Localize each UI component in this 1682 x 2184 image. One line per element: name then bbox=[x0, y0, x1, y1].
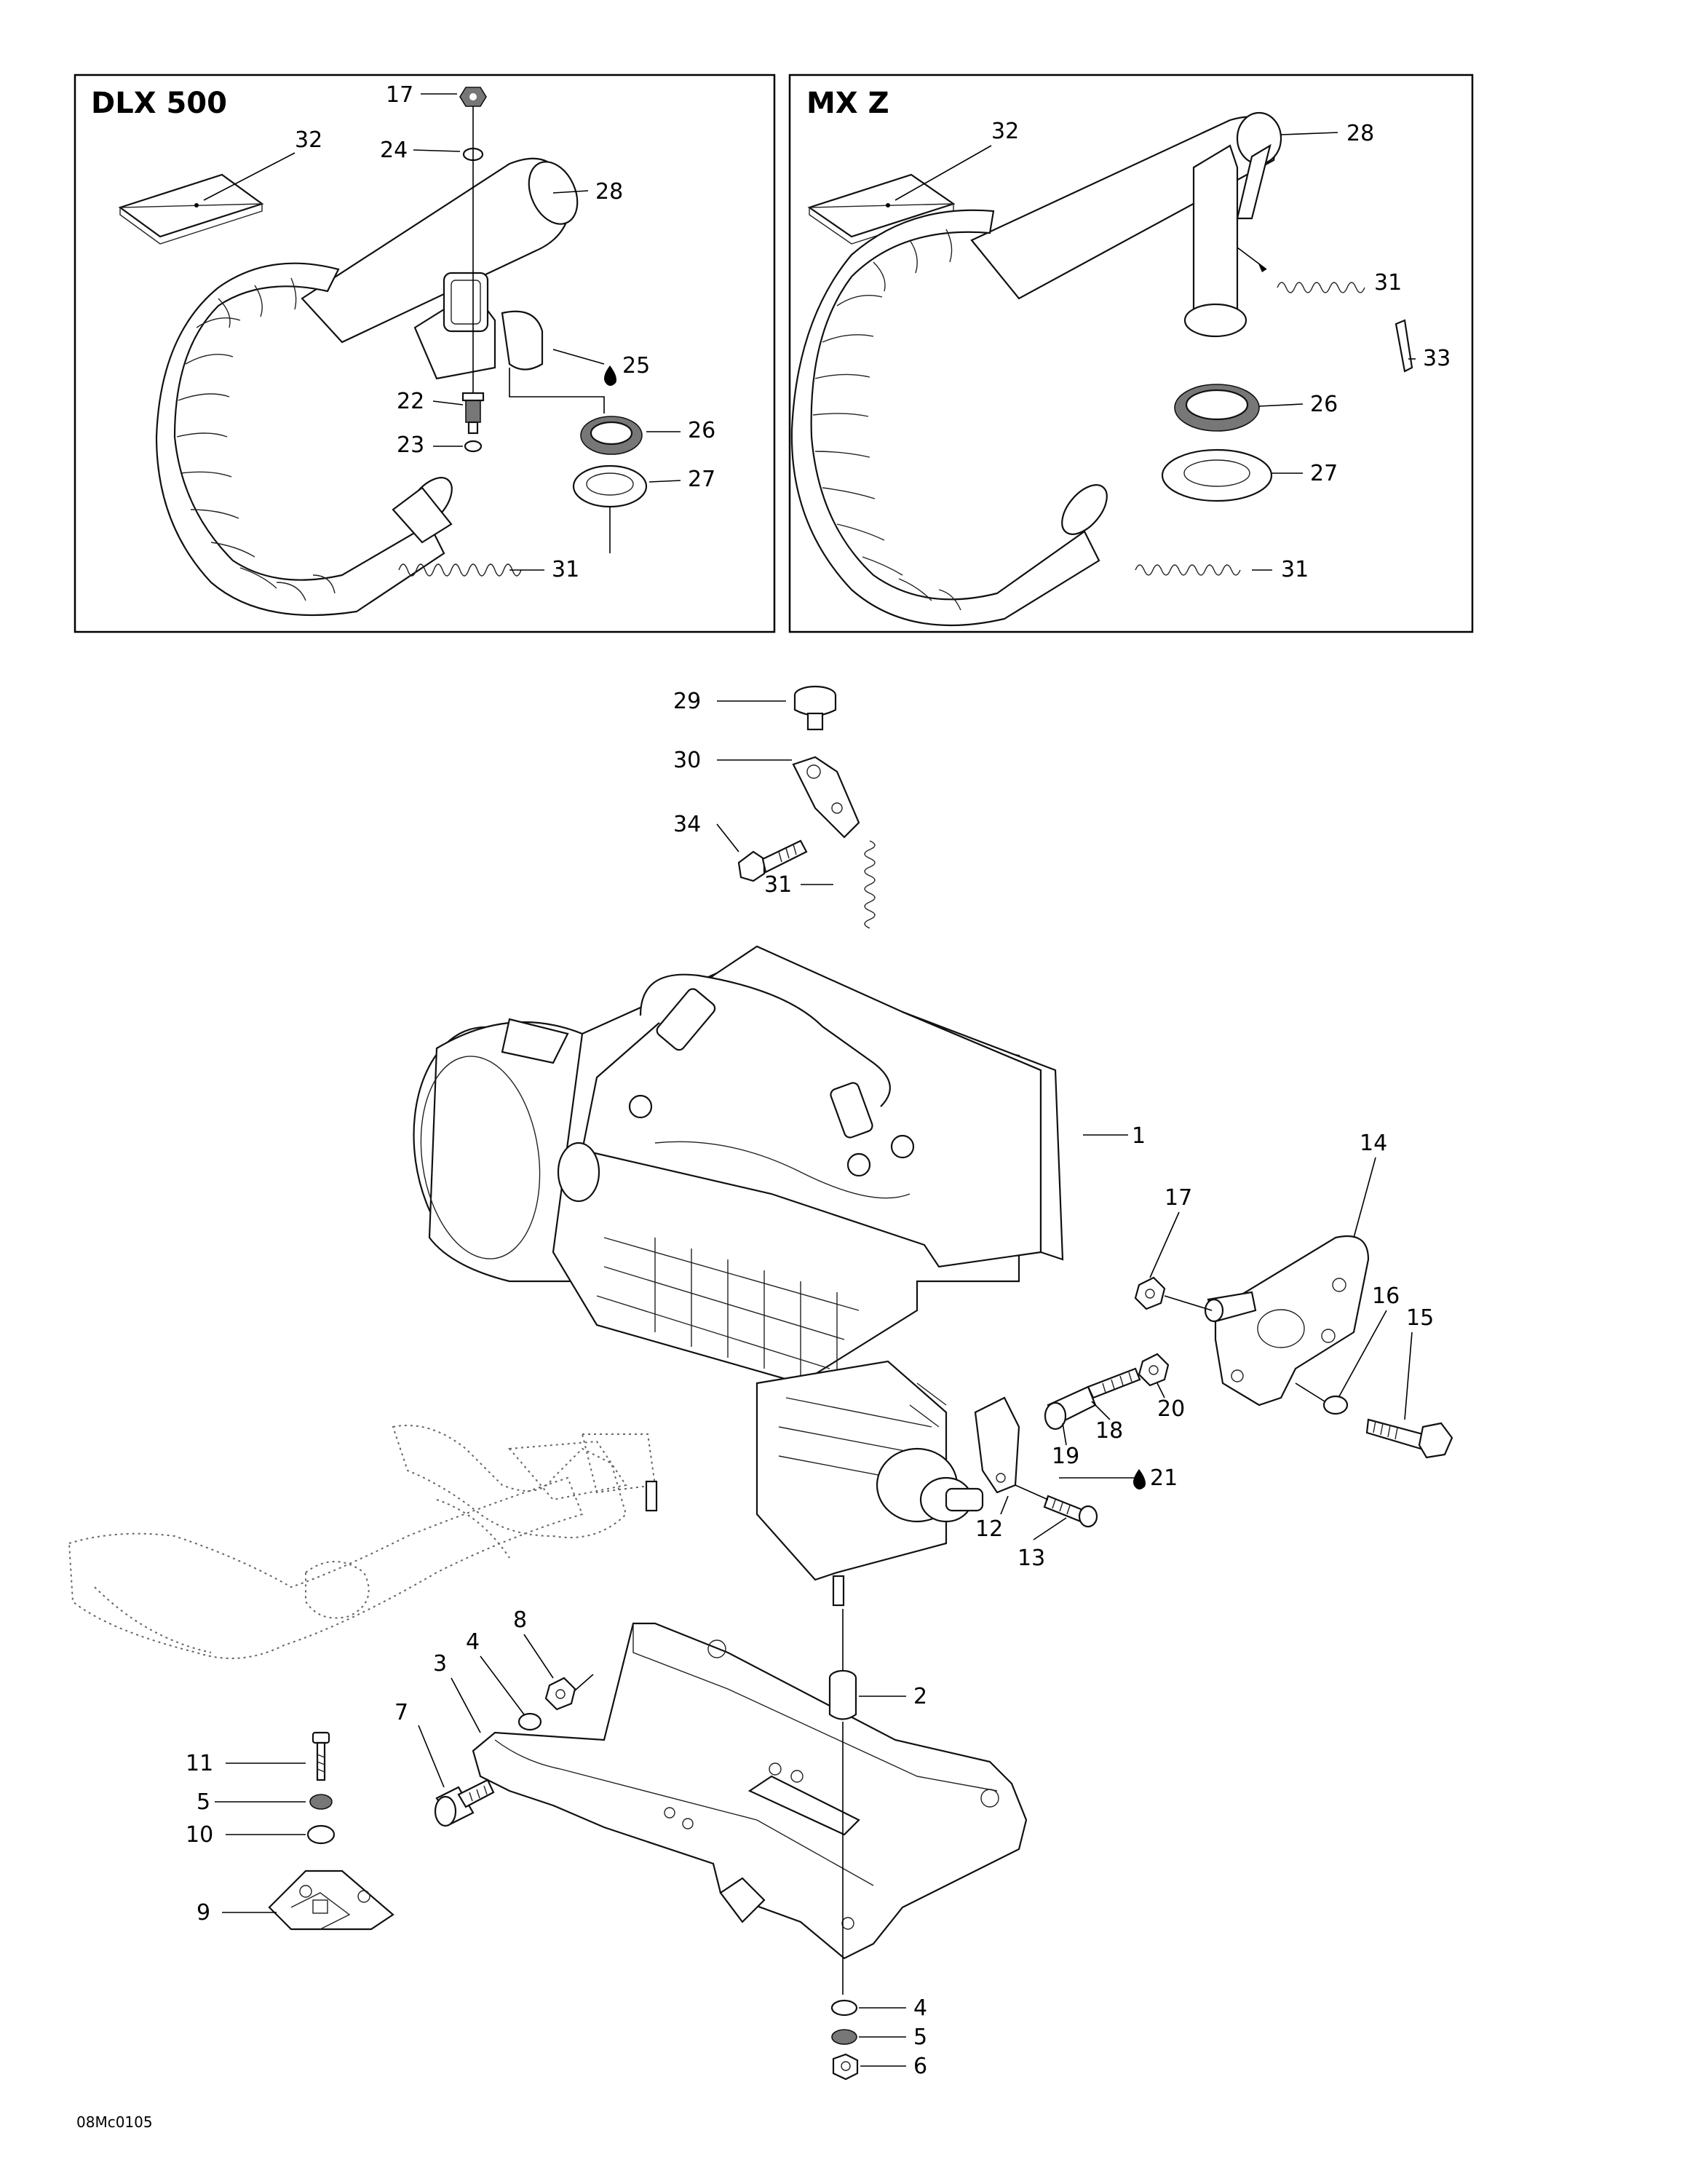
callout-3: 3 bbox=[433, 1651, 447, 1677]
washer-16 bbox=[1322, 1395, 1349, 1415]
gasket-27 bbox=[572, 464, 648, 508]
nut-17 bbox=[459, 87, 487, 107]
nut-17 bbox=[1134, 1276, 1166, 1310]
rubber-mount-stud-7 bbox=[434, 1779, 495, 1827]
lock-washer-5 bbox=[309, 1794, 333, 1810]
nut-8 bbox=[544, 1677, 576, 1711]
callout-8: 8 bbox=[513, 1607, 527, 1633]
washer-4 bbox=[830, 1999, 858, 2017]
callout-11: 11 bbox=[186, 1751, 213, 1776]
drawing-code: 08Mc0105 bbox=[76, 2113, 153, 2131]
nut-20 bbox=[1138, 1353, 1170, 1387]
callout-17: 17 bbox=[386, 82, 413, 108]
callout-4b: 4 bbox=[913, 1995, 927, 2021]
spring-31 bbox=[398, 563, 522, 577]
callout-32: 32 bbox=[991, 119, 1019, 144]
callout-29: 29 bbox=[673, 689, 701, 714]
washer-10 bbox=[306, 1824, 336, 1845]
exhaust-pipe bbox=[790, 209, 1108, 627]
bolt-15 bbox=[1365, 1418, 1453, 1459]
stud-18 bbox=[1087, 1367, 1141, 1399]
rubber-mount-22 bbox=[461, 392, 485, 435]
tab-12 bbox=[974, 1396, 1020, 1494]
callout-19: 19 bbox=[1052, 1444, 1079, 1469]
engine-bracket-14 bbox=[1204, 1235, 1370, 1406]
callout-22: 22 bbox=[397, 389, 424, 414]
loctite-drop-icon bbox=[1133, 1469, 1146, 1489]
callout-1: 1 bbox=[1132, 1123, 1146, 1149]
exhaust-manifold-outline bbox=[68, 1425, 656, 1659]
spring-31 bbox=[1135, 564, 1241, 576]
bracket-30 bbox=[792, 756, 860, 839]
callout-27: 27 bbox=[688, 467, 715, 492]
washer-23 bbox=[464, 440, 483, 453]
callout-23: 23 bbox=[397, 432, 424, 458]
callout-33: 33 bbox=[1423, 346, 1451, 371]
callout-28: 28 bbox=[595, 179, 623, 205]
loctite-drop-icon bbox=[604, 365, 616, 386]
spring-31 bbox=[864, 840, 876, 929]
callout-16: 16 bbox=[1372, 1283, 1400, 1309]
callout-34: 34 bbox=[673, 812, 701, 837]
exhaust-pipe bbox=[155, 262, 453, 617]
inset-dlx500: DLX 500 bbox=[74, 74, 776, 633]
inset-frame bbox=[74, 74, 776, 633]
callout-28: 28 bbox=[1346, 121, 1374, 146]
mount-bracket-9 bbox=[268, 1870, 394, 1931]
callout-30: 30 bbox=[673, 748, 701, 773]
callout-26: 26 bbox=[688, 418, 715, 443]
callout-15: 15 bbox=[1406, 1305, 1434, 1331]
engine-mount-group: 8 4 3 7 2 11 5 10 9 4 5 6 bbox=[186, 1607, 1028, 2081]
callout-4: 4 bbox=[466, 1629, 480, 1655]
callout-27: 27 bbox=[1310, 461, 1338, 486]
callout-2: 2 bbox=[913, 1684, 927, 1709]
inset-title: DLX 500 bbox=[91, 87, 227, 120]
inset-mxz: MX Z bbox=[788, 74, 1474, 633]
callout-25: 25 bbox=[622, 353, 650, 379]
seal-26 bbox=[580, 416, 643, 455]
callout-24: 24 bbox=[380, 138, 408, 163]
callout-20: 20 bbox=[1157, 1396, 1185, 1422]
gasket-27 bbox=[1161, 448, 1273, 502]
inset-title: MX Z bbox=[806, 87, 889, 120]
spacer-19 bbox=[1044, 1385, 1097, 1431]
screw-13 bbox=[1043, 1495, 1098, 1528]
callout-18: 18 bbox=[1095, 1418, 1123, 1444]
muffler bbox=[301, 157, 579, 380]
callout-32: 32 bbox=[295, 127, 322, 153]
callout-31: 31 bbox=[1374, 270, 1402, 296]
callout-9: 9 bbox=[197, 1900, 210, 1926]
callout-31: 31 bbox=[552, 557, 579, 582]
inset-frame bbox=[788, 74, 1474, 633]
rubber-bumper-29 bbox=[793, 685, 837, 731]
clip-33 bbox=[1395, 319, 1413, 373]
callout-7: 7 bbox=[394, 1700, 408, 1725]
engine-assembly: 1 14 17 16 15 20 18 19 21 12 13 bbox=[68, 945, 1453, 1659]
nut-6 bbox=[832, 2053, 859, 2081]
callout-5: 5 bbox=[197, 1789, 210, 1815]
engine-mount-plate-3 bbox=[472, 1622, 1028, 1960]
callout-21: 21 bbox=[1150, 1465, 1178, 1491]
callout-14: 14 bbox=[1360, 1131, 1387, 1156]
seal-26 bbox=[1174, 384, 1260, 432]
spring-31 bbox=[1277, 282, 1365, 293]
engine-block bbox=[552, 945, 1064, 1607]
callout-6: 6 bbox=[913, 2054, 927, 2079]
callout-26: 26 bbox=[1310, 392, 1338, 417]
callout-12: 12 bbox=[975, 1516, 1003, 1542]
callout-17: 17 bbox=[1165, 1185, 1192, 1211]
exhaust-mount-group: 29 30 34 31 bbox=[673, 685, 876, 929]
lock-washer-5 bbox=[831, 2029, 857, 2045]
callout-31: 31 bbox=[764, 872, 792, 898]
muffler bbox=[970, 111, 1282, 338]
bolt-11 bbox=[312, 1731, 330, 1781]
callout-5b: 5 bbox=[913, 2025, 927, 2050]
callout-10: 10 bbox=[186, 1822, 213, 1848]
spacer-2 bbox=[828, 1669, 857, 1720]
callout-13: 13 bbox=[1017, 1546, 1045, 1571]
bolt-34 bbox=[737, 839, 808, 882]
washer-4 bbox=[517, 1712, 542, 1731]
callout-31b: 31 bbox=[1281, 557, 1309, 582]
